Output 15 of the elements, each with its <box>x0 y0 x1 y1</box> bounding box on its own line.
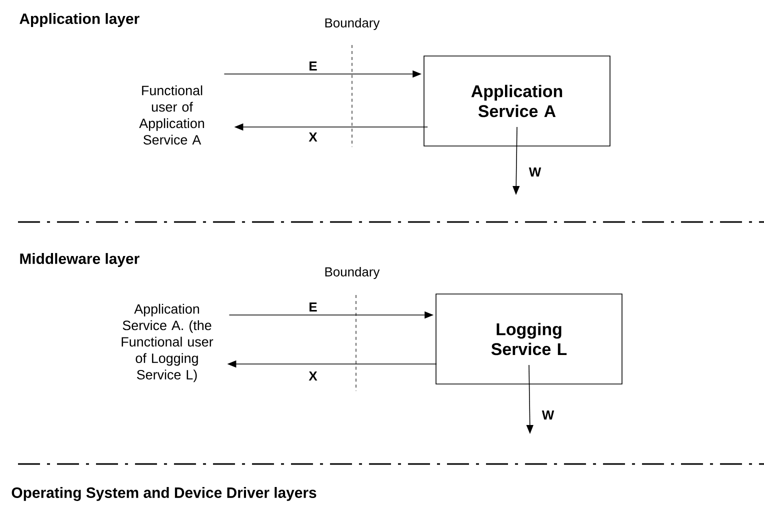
service-box: Logging Service L <box>436 294 622 384</box>
layer-title: Operating System and Device Driver layers <box>12 487 316 501</box>
edge-label: X <box>308 372 318 380</box>
edge-label: E <box>310 302 317 312</box>
boundary-label: Boundary <box>325 18 380 30</box>
service-box: Application Service A <box>424 56 610 146</box>
layer-title: Application layer <box>20 13 140 27</box>
user-text: Functional user of Application Service A <box>139 85 204 145</box>
layer-title: Middleware layer <box>20 253 140 267</box>
boundary-label: Boundary <box>325 266 380 280</box>
user-text: Application Service A. (the Functional user of Logging Service L) <box>122 304 214 382</box>
edge-label: W <box>528 168 542 176</box>
edge-label: E <box>310 62 317 70</box>
edge-label: W <box>542 410 554 420</box>
edge-label: X <box>308 132 318 142</box>
